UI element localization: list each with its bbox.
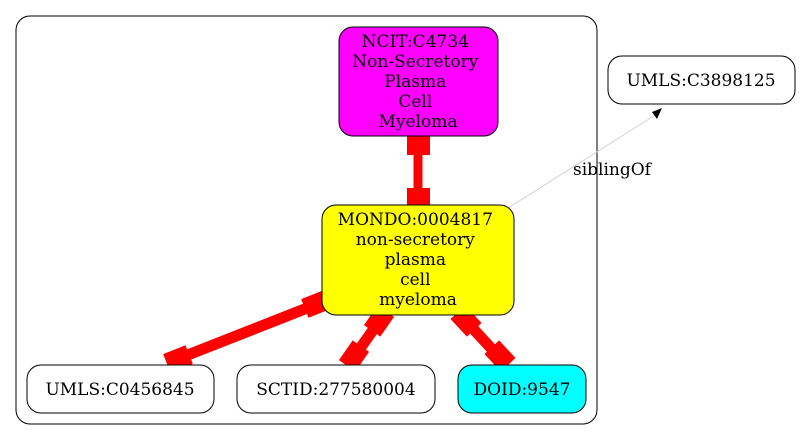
svg-text:UMLS:C3898125: UMLS:C3898125: [626, 71, 775, 91]
node-mondo-0004817[interactable]: MONDO:0004817 non-secretory plasma cell …: [321, 204, 515, 316]
svg-text:MONDO:0004817 non-secret: MONDO:0004817 non-secretory plasma cell …: [338, 210, 499, 310]
cluster-boundary: [15, 15, 598, 425]
node-umls-c0456845[interactable]: UMLS:C0456845: [26, 364, 215, 414]
svg-text:UMLS:C0456845: UMLS:C0456845: [45, 380, 194, 400]
edge-siblingof: siblingOf: [504, 108, 662, 211]
edge-ncit-mondo: [407, 135, 430, 208]
svg-text:DOID:9547: DOID:9547: [474, 380, 571, 400]
node-ncit-c4734[interactable]: NCIT:C4734 Non-Secretory Plasma Cell Mye…: [338, 26, 499, 137]
edge-label-siblingof: siblingOf: [573, 160, 653, 180]
node-doid-9547[interactable]: DOID:9547: [457, 364, 587, 414]
svg-text:NCIT:C4734 Non-Secretory: NCIT:C4734 Non-Secretory Plasma Cell Mye…: [352, 32, 483, 132]
arrowhead-icon: [652, 108, 662, 119]
node-umls-c3898125[interactable]: UMLS:C3898125: [607, 55, 796, 105]
edge-mondo-umls-c0456845: [163, 290, 331, 373]
svg-text:SCTID:277580004: SCTID:277580004: [256, 380, 415, 400]
node-sctid-277580004[interactable]: SCTID:277580004: [236, 364, 436, 414]
